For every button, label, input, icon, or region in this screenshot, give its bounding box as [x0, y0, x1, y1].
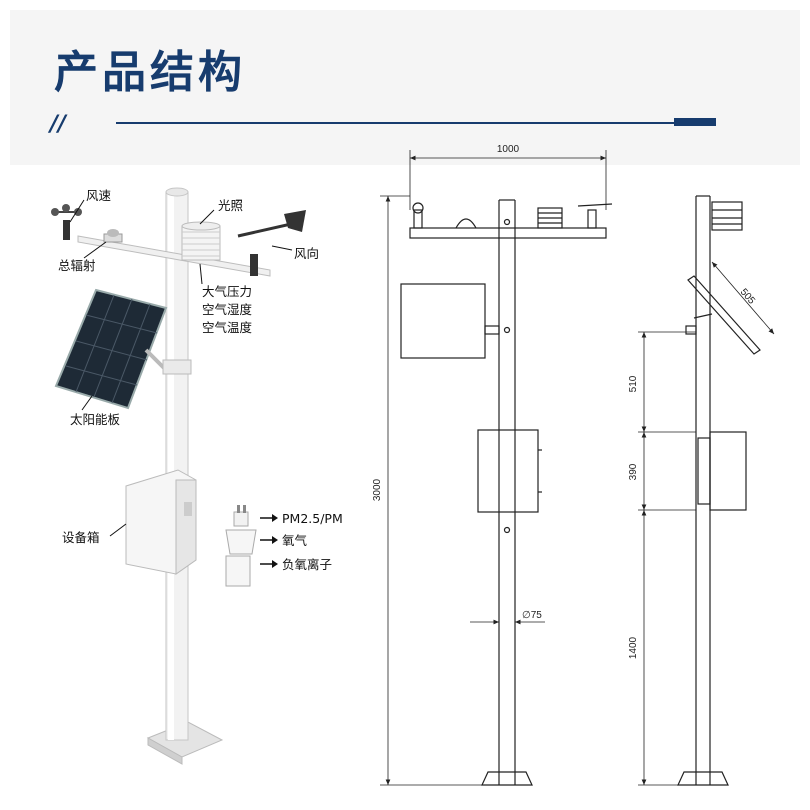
label-solar-panel: 太阳能板: [70, 412, 121, 427]
front-view: [380, 150, 613, 786]
label-total-radiation: 总辐射: [58, 258, 96, 273]
dim-width: 1000: [497, 144, 520, 155]
label-anion: 负氧离子: [282, 557, 333, 572]
dim-seg-box: 390: [628, 463, 639, 480]
label-equipment-box: 设备箱: [62, 530, 100, 545]
label-pm: PM2.5/PM: [282, 511, 343, 526]
radiation-sensor: [103, 229, 123, 243]
label-pressure: 大气压力: [202, 284, 253, 299]
label-humidity: 空气湿度: [202, 302, 253, 317]
oxygen-sensor: [225, 529, 257, 555]
dim-seg-upper: 510: [628, 375, 639, 392]
pm-sensor: [233, 505, 249, 527]
header-panel: [10, 10, 800, 165]
anion-sensor: [225, 555, 251, 587]
louver-shelter: [181, 221, 221, 261]
label-wind-direction: 风向: [294, 246, 320, 261]
wind-speed-sensor: [51, 204, 82, 240]
label-illumination: 光照: [218, 198, 244, 213]
label-wind-speed: 风速: [86, 188, 112, 203]
dim-seg-lower: 1400: [628, 636, 639, 659]
dim-diameter: ∅75: [522, 610, 542, 621]
solar-panel: [54, 288, 170, 410]
header-rule: [116, 122, 716, 124]
dim-height: 3000: [372, 478, 383, 501]
header-rule-accent: [674, 118, 716, 126]
label-temperature: 空气温度: [202, 320, 253, 335]
side-view: [638, 195, 775, 786]
wind-direction-sensor: [237, 210, 306, 276]
equipment-box: [125, 469, 197, 575]
page-title: 产品结构: [54, 47, 246, 98]
dim-panel-length: 505: [738, 287, 758, 307]
label-oxygen: 氧气: [282, 533, 308, 548]
slash-decoration: //: [50, 112, 67, 137]
